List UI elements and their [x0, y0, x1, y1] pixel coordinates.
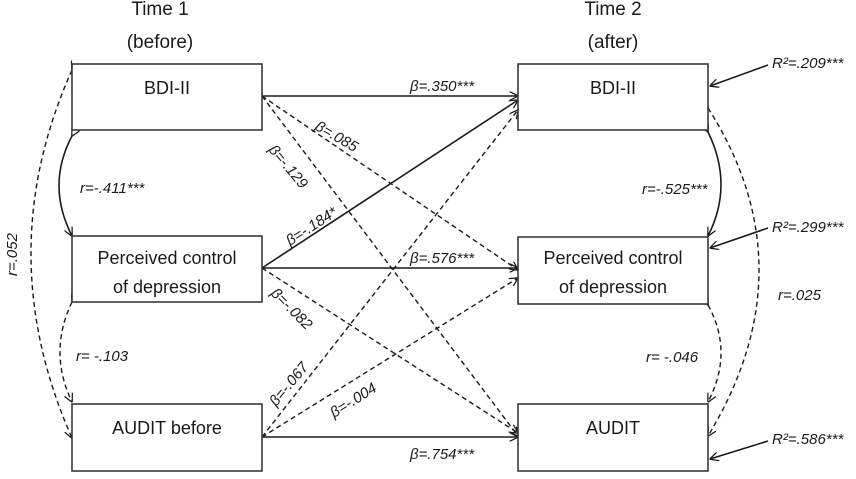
box-bdi-time2 [517, 63, 709, 131]
time2-label: Time 2 [584, 0, 641, 20]
box-bdi-time1-label: BDI-II [144, 78, 190, 98]
box-audit-time2 [517, 403, 709, 472]
box-audit-time1-label: AUDIT before [112, 418, 222, 438]
box-pcd-time1-label-line1: Perceived control [97, 248, 236, 268]
path-audit1-bdi2 [261, 110, 518, 438]
residual-arrow-bdi [710, 64, 769, 86]
rsq-label-bdi: R²=.209*** [772, 55, 844, 72]
box-pcd-time2-label-line2: of depression [559, 277, 667, 297]
box-bdi-time1 [71, 63, 263, 131]
time1-label: Time 1 [131, 0, 188, 20]
coef-bdi-pcd: β=.085 [311, 117, 361, 156]
corr-label-t2-bdi-audit: r=.025 [778, 287, 822, 304]
corr-label-t1-bdi-pcd: r=-.411*** [80, 180, 146, 197]
box-pcd-time2-label-line1: Perceived control [543, 248, 682, 268]
coef-bdi-bdi: β=.350*** [409, 78, 475, 95]
path-bdi1-pcd2 [261, 95, 518, 270]
box-audit-time2-label: AUDIT [586, 418, 640, 438]
residual-arrow-pcd [710, 227, 769, 248]
corr-t2-pcd-audit [708, 305, 722, 402]
box-pcd-time1-label-line2: of depression [113, 277, 221, 297]
corr-t1-bdi-pcd [58, 136, 72, 236]
corr-label-t1-pcd-audit: r= -.103 [76, 348, 129, 365]
path-pcd1-bdi2 [261, 100, 518, 269]
coef-bdi-audit: β=-.129 [264, 141, 311, 193]
path-audit1-pcd2 [261, 278, 518, 438]
residual-arrow-audit [710, 440, 769, 459]
time1-sublabel: (before) [127, 32, 194, 53]
box-audit-time1 [71, 403, 263, 472]
box-pcd-time1 [71, 235, 263, 303]
coef-pcd-pcd: β=.576*** [409, 250, 475, 267]
corr-t2-bdi-audit [708, 108, 760, 436]
corr-label-t2-pcd-audit: r= -.046 [646, 349, 699, 366]
coef-audit-pcd: β=-.004 [326, 380, 380, 422]
corr-t1-pcd-audit [59, 302, 72, 402]
path-pcd1-audit2 [261, 267, 518, 433]
box-pcd-time2 [517, 236, 709, 305]
box-bdi-time2-label: BDI-II [590, 78, 636, 98]
coef-audit-audit: β=.754*** [409, 446, 475, 463]
coef-pcd-audit: β=-.082 [266, 284, 316, 334]
corr-t2-bdi-pcd [708, 132, 722, 236]
corr-label-t1-bdi-audit: r=.052 [4, 232, 21, 276]
corr-t1-bdi-audit [30, 70, 72, 438]
corr-label-t2-bdi-pcd: r=-.525*** [642, 181, 709, 198]
rsq-label-audit: R²=.586*** [772, 431, 844, 448]
rsq-label-pcd: R²=.299*** [772, 219, 844, 236]
coef-pcd-bdi: β=-.184* [282, 203, 341, 250]
path-bdi1-audit2 [261, 95, 518, 436]
time2-sublabel: (after) [588, 32, 639, 53]
